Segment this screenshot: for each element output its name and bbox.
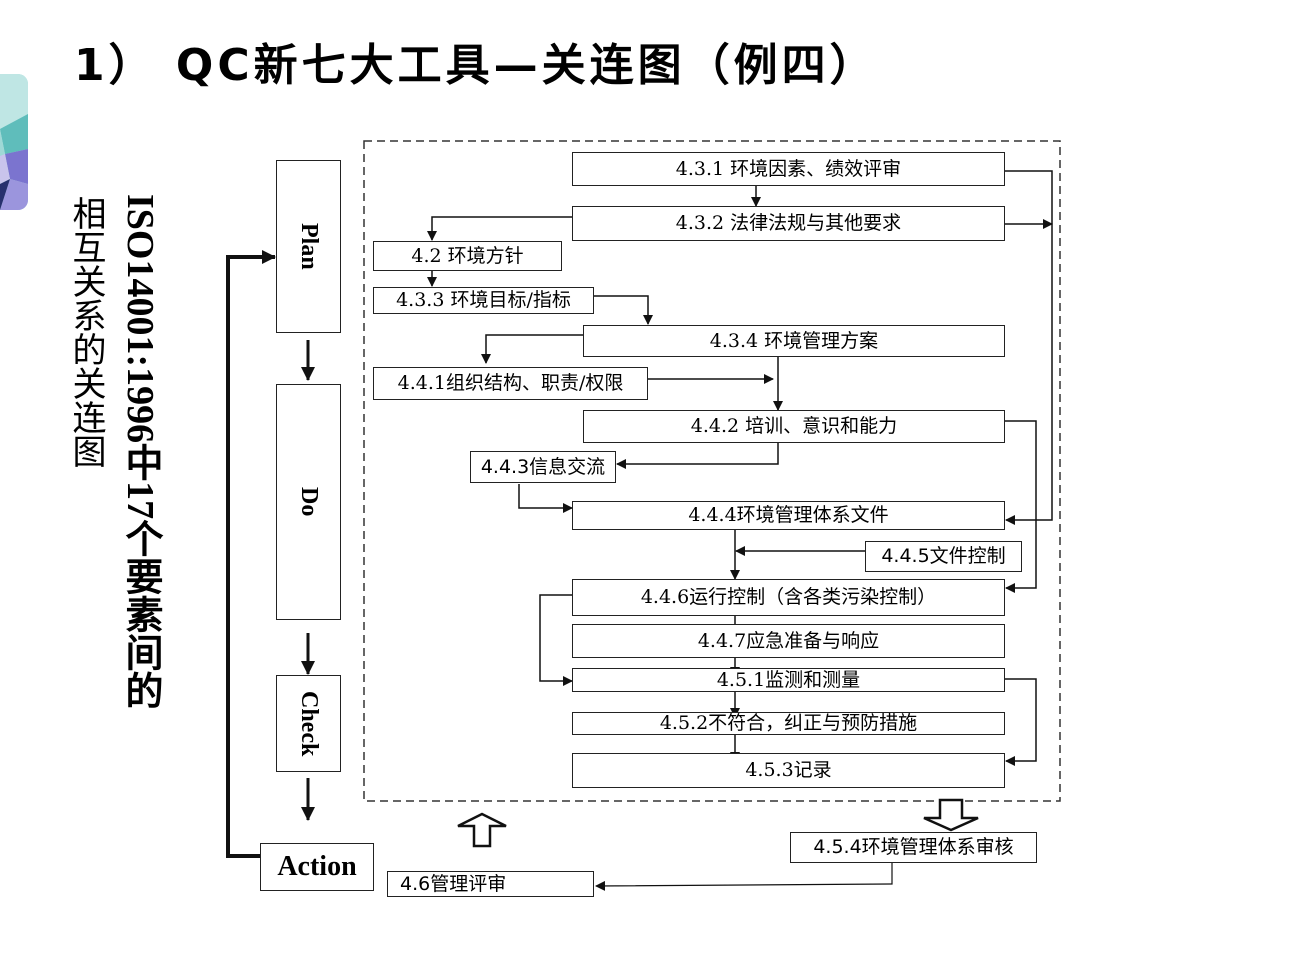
conn-451-453 — [1005, 678, 1037, 766]
element-box-42: 4.2 环境方针 — [373, 241, 562, 271]
element-label-434: 4.3.4 环境管理方案 — [709, 329, 879, 352]
element-box-441: 4.4.1组织结构、职责/权限 — [373, 367, 648, 400]
element-label-46: 4.6管理评审 — [400, 872, 507, 895]
conn-446-451 — [539, 594, 573, 686]
element-label-432: 4.3.2 法律法规与其他要求 — [675, 212, 902, 234]
pdca-do-label: Do — [296, 487, 322, 517]
element-box-445: 4.4.5文件控制 — [865, 541, 1022, 572]
pdca-do-box: Do — [276, 384, 341, 620]
vertical-title-line2: 相互关系的关连图 — [66, 196, 106, 468]
element-box-432: 4.3.2 法律法规与其他要求 — [572, 206, 1005, 241]
conn-454-46 — [595, 862, 893, 891]
element-label-444: 4.4.4环境管理体系文件 — [688, 504, 889, 526]
element-box-447: 4.4.7应急准备与响应 — [572, 624, 1005, 658]
pdca-plan-box: Plan — [276, 160, 341, 333]
element-box-454: 4.5.4环境管理体系审核 — [790, 832, 1037, 863]
conn-442-446 — [1005, 420, 1037, 593]
element-label-445: 4.4.5文件控制 — [881, 545, 1006, 567]
block-arrow-up-icon — [457, 812, 507, 848]
do-check-dashed-boundary — [363, 140, 1061, 802]
conn-443-444 — [518, 484, 573, 513]
block-arrow-down-icon — [923, 798, 979, 832]
arrow-action-to-plan — [226, 250, 276, 858]
conn-442-443 — [616, 443, 779, 469]
element-box-452: 4.5.2不符合，纠正与预防措施 — [572, 712, 1005, 735]
pdca-action-box: Action — [260, 843, 374, 891]
element-label-453: 4.5.3记录 — [745, 759, 832, 781]
pdca-check-label: Check — [296, 690, 322, 757]
element-label-451: 4.5.1监测和测量 — [716, 668, 861, 691]
element-box-444: 4.4.4环境管理体系文件 — [572, 501, 1005, 530]
element-box-453: 4.5.3记录 — [572, 753, 1005, 788]
element-label-431: 4.3.1 环境因素、绩效评审 — [675, 157, 902, 180]
decorative-corner-graphic — [0, 74, 28, 210]
element-box-433: 4.3.3 环境目标/指标 — [373, 287, 594, 314]
element-label-433: 4.3.3 环境目标/指标 — [396, 289, 571, 311]
element-label-442: 4.4.2 培训、意识和能力 — [690, 415, 898, 437]
element-label-452: 4.5.2不符合，纠正与预防措施 — [659, 712, 918, 734]
conn-431-right-bus — [1005, 170, 1053, 525]
conn-433-434 — [594, 295, 653, 325]
element-box-446: 4.4.6运行控制（含各类污染控制） — [572, 579, 1005, 616]
element-box-431: 4.3.1 环境因素、绩效评审 — [572, 152, 1005, 186]
element-box-434: 4.3.4 环境管理方案 — [583, 325, 1005, 357]
vertical-title-line1: ISO14001:1996中17个要素间的 — [119, 194, 161, 710]
element-box-46: 4.6管理评审 — [387, 871, 594, 897]
slide-title: 1） QC新七大工具—关连图（例四） — [74, 40, 878, 91]
conn-432-42 — [427, 216, 572, 241]
element-box-451: 4.5.1监测和测量 — [572, 668, 1005, 692]
pdca-plan-label: Plan — [296, 223, 322, 270]
pdca-action-label: Action — [277, 851, 357, 882]
element-label-447: 4.4.7应急准备与响应 — [697, 629, 880, 652]
element-box-443: 4.4.3信息交流 — [470, 451, 616, 483]
element-box-442: 4.4.2 培训、意识和能力 — [583, 410, 1005, 443]
element-label-441: 4.4.1组织结构、职责/权限 — [397, 372, 624, 394]
element-label-42: 4.2 环境方针 — [411, 244, 524, 267]
element-label-443: 4.4.3信息交流 — [480, 455, 606, 478]
element-label-454: 4.5.4环境管理体系审核 — [813, 836, 1014, 858]
element-label-446: 4.4.6运行控制（含各类污染控制） — [640, 586, 937, 608]
conn-434-441 — [481, 334, 583, 364]
pdca-check-box: Check — [276, 675, 341, 772]
